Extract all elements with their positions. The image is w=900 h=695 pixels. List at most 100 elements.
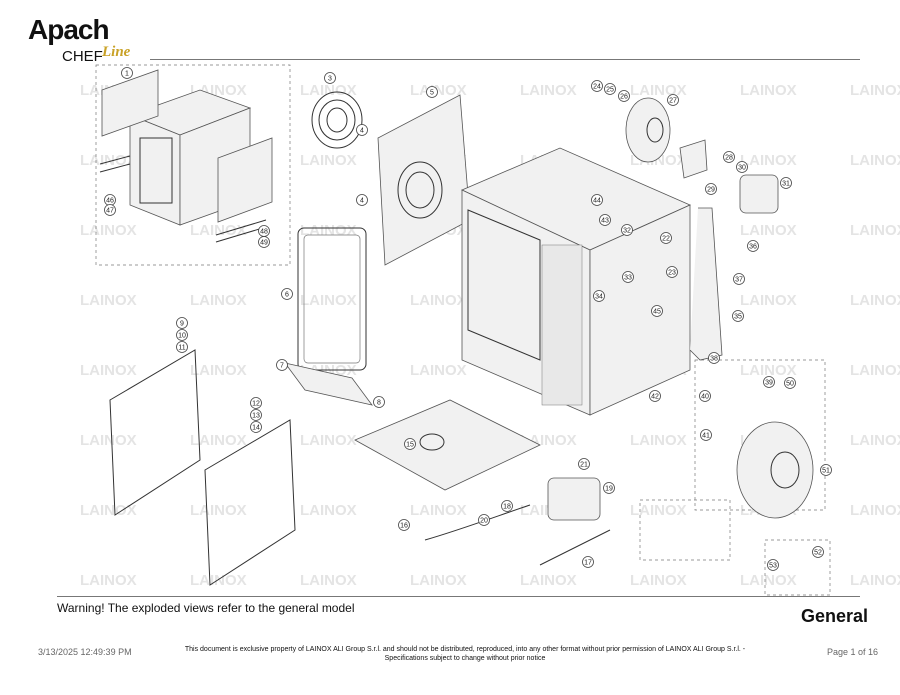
part-callout: 29 bbox=[705, 183, 717, 195]
watermark-text: LAINOX bbox=[850, 572, 900, 589]
part-callout-circle bbox=[747, 240, 759, 252]
watermark-text: LAINOX bbox=[80, 502, 137, 519]
part-callout-circle bbox=[258, 236, 270, 248]
part-callout-number: 27 bbox=[669, 98, 677, 105]
part-callout: 36 bbox=[747, 240, 759, 252]
part-callout: 43 bbox=[599, 214, 611, 226]
part-callout: 33 bbox=[622, 271, 634, 283]
part-callout: 11 bbox=[176, 341, 188, 353]
duct bbox=[689, 207, 723, 361]
part-callout: 31 bbox=[780, 177, 792, 189]
fan-wheel-small bbox=[625, 97, 671, 163]
part-callout: 9 bbox=[176, 317, 188, 329]
watermark-text: LAINOX bbox=[190, 292, 247, 309]
part-callout-number: 20 bbox=[480, 518, 488, 525]
part-callout: 15 bbox=[404, 438, 416, 450]
part-callout: 24 bbox=[591, 80, 603, 92]
part-callout-circle bbox=[121, 67, 133, 79]
watermark-text: LAINOX bbox=[410, 502, 467, 519]
part-callout-number: 49 bbox=[260, 240, 268, 247]
watermark-text: LAINOX bbox=[740, 292, 797, 309]
part-callout: 3 bbox=[324, 72, 336, 84]
header-divider bbox=[150, 59, 860, 60]
part-callout: 42 bbox=[649, 390, 661, 402]
part-callout: 13 bbox=[250, 409, 262, 421]
part-callout: 50 bbox=[784, 377, 796, 389]
part-callout-circle bbox=[599, 214, 611, 226]
part-callout: 34 bbox=[593, 290, 605, 302]
watermark-text: LAINOX bbox=[630, 432, 687, 449]
part-callout-number: 40 bbox=[701, 394, 709, 401]
part-callout-circle bbox=[733, 273, 745, 285]
part-callout: 21 bbox=[578, 458, 590, 470]
watermark-text: LAINOX bbox=[300, 82, 357, 99]
watermark-text: LAINOX bbox=[410, 572, 467, 589]
watermark-text: LAINOX bbox=[740, 572, 797, 589]
part-callout-number: 14 bbox=[252, 425, 260, 432]
part-callout-number: 17 bbox=[584, 560, 592, 567]
part-callout-circle bbox=[667, 94, 679, 106]
part-callout-number: 29 bbox=[707, 187, 715, 194]
part-callout-circle bbox=[708, 352, 720, 364]
part-callout: 20 bbox=[478, 514, 490, 526]
fan-guard bbox=[311, 91, 363, 149]
part-callout-number: 52 bbox=[814, 550, 822, 557]
part-callout: 27 bbox=[667, 94, 679, 106]
part-callout-number: 32 bbox=[623, 228, 631, 235]
part-callout-circle bbox=[591, 80, 603, 92]
part-callout-number: 41 bbox=[702, 433, 710, 440]
brand-sub-script: Line bbox=[102, 44, 131, 60]
part-callout: 28 bbox=[723, 151, 735, 163]
watermark-text: LAINOX bbox=[410, 292, 467, 309]
part-callout: 38 bbox=[708, 352, 720, 364]
part-callout-number: 37 bbox=[735, 277, 743, 284]
brand-sub-prefix: CHEF bbox=[62, 48, 103, 65]
part-callout-circle bbox=[404, 438, 416, 450]
part-callout: 35 bbox=[732, 310, 744, 322]
part-callout-circle bbox=[784, 377, 796, 389]
part-callout: 25 bbox=[604, 83, 616, 95]
part-callout-circle bbox=[281, 288, 293, 300]
part-callout: 4 bbox=[356, 124, 368, 136]
part-callout: 37 bbox=[733, 273, 745, 285]
watermark-text: LAINOX bbox=[520, 572, 577, 589]
part-callout: 52 bbox=[812, 546, 824, 558]
part-callout-number: 12 bbox=[252, 401, 260, 408]
part-callout: 19 bbox=[603, 482, 615, 494]
watermark-text: LAINOX bbox=[300, 222, 357, 239]
part-callout-number: 25 bbox=[606, 87, 614, 94]
part-callout-number: 51 bbox=[822, 468, 830, 475]
part-callout-number: 13 bbox=[252, 413, 260, 420]
part-callout-circle bbox=[324, 72, 336, 84]
part-callout-number: 5 bbox=[430, 90, 434, 97]
part-callout-number: 28 bbox=[725, 155, 733, 162]
watermark-text: LAINOX bbox=[190, 362, 247, 379]
part-callout-circle bbox=[699, 390, 711, 402]
watermark-text: LAINOX bbox=[850, 222, 900, 239]
watermark-text: LAINOX bbox=[520, 82, 577, 99]
part-callout-number: 34 bbox=[595, 294, 603, 301]
brand-name: Apach bbox=[28, 14, 110, 45]
part-callout-number: 42 bbox=[651, 394, 659, 401]
rack-left bbox=[109, 349, 201, 516]
part-callout-circle bbox=[591, 194, 603, 206]
watermark-text: LAINOX bbox=[850, 292, 900, 309]
watermark-text: LAINOX bbox=[190, 502, 247, 519]
watermark-text: LAINOX bbox=[850, 82, 900, 99]
section-title: General bbox=[800, 606, 868, 626]
part-callout: 12 bbox=[250, 397, 262, 409]
fan-wheel-large bbox=[736, 421, 814, 519]
part-callout-circle bbox=[736, 161, 748, 173]
part-callout-number: 21 bbox=[580, 462, 588, 469]
part-callout: 41 bbox=[700, 429, 712, 441]
watermark-text: LAINOX bbox=[850, 362, 900, 379]
oven-body-small bbox=[99, 69, 273, 243]
part-callout-circle bbox=[660, 232, 672, 244]
part-callout: 16 bbox=[398, 519, 410, 531]
part-callout: 23 bbox=[666, 266, 678, 278]
part-callout-number: 39 bbox=[765, 380, 773, 387]
part-callout-number: 46 bbox=[106, 198, 114, 205]
part-callout: 49 bbox=[258, 236, 270, 248]
part-callout-number: 35 bbox=[734, 314, 742, 321]
